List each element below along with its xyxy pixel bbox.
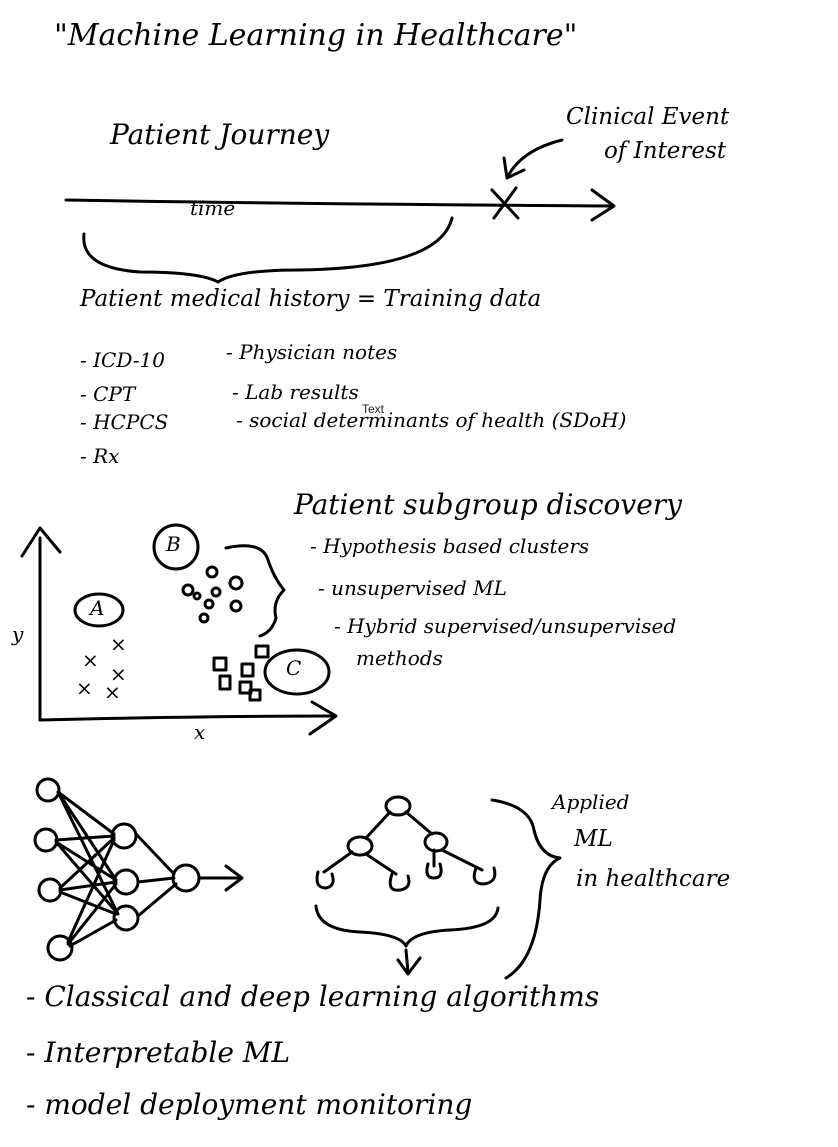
cluster-b-point [198, 612, 210, 624]
nn-output-arrow [198, 864, 244, 892]
page-title: "Machine Learning in Healthcare" [54, 18, 578, 53]
applied-line3: in healthcare [576, 866, 731, 892]
tree-root-node [384, 795, 412, 817]
cluster-b-point [203, 598, 215, 610]
scatter-x-label: x [194, 720, 206, 744]
subgroup-item: - Hypothesis based clusters [310, 534, 590, 558]
event-pointer-head [502, 156, 526, 180]
history-left-item: - ICD-10 [80, 348, 165, 372]
history-left-item: - CPT [80, 382, 136, 406]
cluster-c-point [248, 688, 262, 702]
tree-mid-node [346, 835, 374, 857]
cluster-a-point: × [104, 680, 121, 704]
cluster-b-point [210, 586, 222, 598]
timeline-arrow [64, 198, 614, 208]
nn-output-node [171, 863, 201, 893]
cluster-c-ring [263, 648, 331, 696]
cluster-a-ring [73, 592, 125, 628]
tree-leaf-node [472, 866, 497, 886]
tree-edges [322, 810, 484, 876]
tree-brace [314, 904, 500, 948]
cluster-b-brace [224, 544, 286, 638]
cluster-c-point [238, 680, 253, 695]
cluster-a-point: × [82, 648, 99, 672]
cluster-b-point [192, 591, 202, 601]
tree-down-arrow [396, 948, 422, 976]
tree-leaf-node [315, 870, 335, 890]
nn-input-node [35, 777, 61, 803]
bottom-item: - Interpretable ML [26, 1036, 291, 1069]
event-label-line2: of Interest [604, 138, 727, 164]
scatter-x-axis [38, 714, 336, 722]
overlay-text-label: Text [362, 402, 385, 416]
subgroup-heading: Patient subgroup discovery [294, 488, 682, 521]
cluster-c-label: C [286, 656, 302, 680]
applied-line2: ML [574, 826, 613, 852]
cluster-b-point [205, 565, 219, 579]
scatter-y-arrowhead [20, 526, 62, 558]
cluster-b-label: B [166, 532, 181, 556]
cluster-a-point: × [110, 632, 127, 656]
subgroup-item: - Hybrid supervised/unsupervised [334, 614, 677, 638]
cluster-b-point [229, 599, 243, 613]
event-x-marker [490, 186, 520, 220]
timeline-arrowhead [590, 188, 616, 222]
tree-mid-node [423, 831, 449, 853]
patient-journey-heading: Patient Journey [110, 118, 330, 151]
nn-input-node [33, 827, 59, 853]
scatter-y-label: y [12, 622, 24, 646]
tree-leaf-node [425, 862, 443, 880]
bottom-item: - model deployment monitoring [26, 1088, 473, 1121]
cluster-b-point [228, 575, 244, 591]
cluster-b-ring [152, 523, 200, 571]
nn-input-node [46, 934, 74, 962]
nn-edges [54, 790, 178, 948]
cluster-b-point [181, 583, 195, 597]
history-left-item: - Rx [80, 444, 120, 468]
subgroup-item: - unsupervised ML [318, 576, 507, 600]
cluster-c-point [212, 656, 228, 672]
nn-hidden-node [110, 822, 138, 850]
nn-input-node [37, 877, 63, 903]
tree-leaf-node [388, 872, 411, 892]
history-left-item: - HCPCS [80, 410, 169, 434]
cluster-a-point: × [110, 662, 127, 686]
nn-hidden-node [112, 868, 140, 896]
event-pointer-arrow [506, 138, 564, 178]
cluster-a-label: A [90, 596, 105, 620]
history-right-item: - social determinants of health (SDoH) [236, 408, 627, 432]
scatter-x-arrowhead [308, 700, 338, 736]
cluster-c-point [240, 662, 255, 678]
history-brace [82, 216, 454, 284]
history-right-item: - Lab results [232, 380, 359, 404]
time-axis-label: time [190, 196, 236, 220]
cluster-c-point [218, 674, 232, 691]
bottom-item: - Classical and deep learning algorithms [26, 980, 600, 1013]
applied-brace [490, 798, 562, 980]
subgroup-item-continued: methods [356, 646, 443, 670]
event-label-line1: Clinical Event [566, 104, 730, 130]
nn-hidden-node [112, 904, 140, 932]
cluster-c-point [254, 644, 270, 659]
cluster-a-point: × [76, 676, 93, 700]
applied-line1: Applied [552, 790, 630, 814]
history-right-item: - Physician notes [226, 340, 398, 364]
history-heading: Patient medical history = Training data [80, 286, 542, 312]
